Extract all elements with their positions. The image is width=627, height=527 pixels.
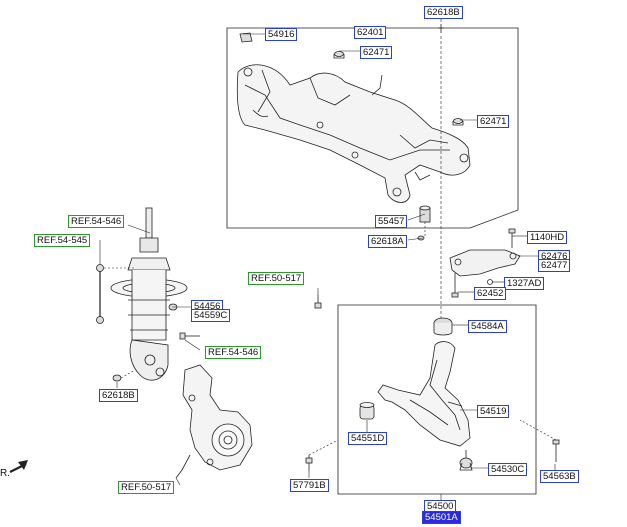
part-62471-label[interactable]: 62471: [360, 46, 393, 59]
ref-50-517-label[interactable]: REF.50-517: [248, 272, 305, 285]
part-62477-label[interactable]: 62477: [538, 259, 571, 272]
lower-arm-group-box: [337, 304, 537, 495]
part-54563B-label[interactable]: 54563B: [540, 470, 579, 483]
part-54519-label[interactable]: 54519: [477, 405, 510, 418]
part-62452-label[interactable]: 62452: [474, 287, 507, 300]
strut-group-box: [78, 235, 200, 258]
ref-54-546-label-2[interactable]: REF.54-546: [205, 346, 262, 359]
bolt-drawings: [305, 295, 560, 470]
subframe-group-box: [226, 27, 519, 229]
part-54551D-label[interactable]: 54551D: [348, 432, 388, 445]
part-57791B-label[interactable]: 57791B: [290, 479, 329, 492]
bracket-drawing: [449, 228, 521, 298]
part-62618B-label[interactable]: 62618B: [424, 6, 463, 19]
part-54916-label[interactable]: 54916: [265, 28, 298, 41]
part-55457-label[interactable]: 55457: [375, 215, 408, 228]
ref-50-517-label-2[interactable]: REF.50-517: [118, 481, 175, 494]
subframe-fasteners: [239, 24, 464, 241]
part-1140HD-label[interactable]: 1140HD: [527, 231, 568, 244]
leader-lines: [99, 17, 556, 500]
part-54584A-label[interactable]: 54584A: [468, 320, 507, 333]
strut-drawing: [96, 207, 200, 382]
part-62618A-label[interactable]: 62618A: [368, 235, 407, 248]
part-54501A-label[interactable]: 54501A: [422, 511, 461, 524]
ref-54-545-label[interactable]: REF.54-545: [34, 234, 91, 247]
part-54530C-label[interactable]: 54530C: [488, 463, 528, 476]
subframe-drawing: [236, 64, 471, 203]
front-direction-text: R.: [0, 468, 10, 479]
lower-arm-drawing: [359, 317, 473, 471]
knuckle-drawing: [175, 364, 253, 479]
part-54559C-label[interactable]: 54559C: [191, 309, 231, 322]
part-1327AD-label[interactable]: 1327AD: [504, 277, 545, 290]
part-62471-label-2[interactable]: 62471: [477, 115, 510, 128]
ref-54-546-label[interactable]: REF.54-546: [68, 215, 125, 228]
part-62401-label[interactable]: 62401: [354, 26, 387, 39]
part-62618B-label-2[interactable]: 62618B: [99, 389, 138, 402]
